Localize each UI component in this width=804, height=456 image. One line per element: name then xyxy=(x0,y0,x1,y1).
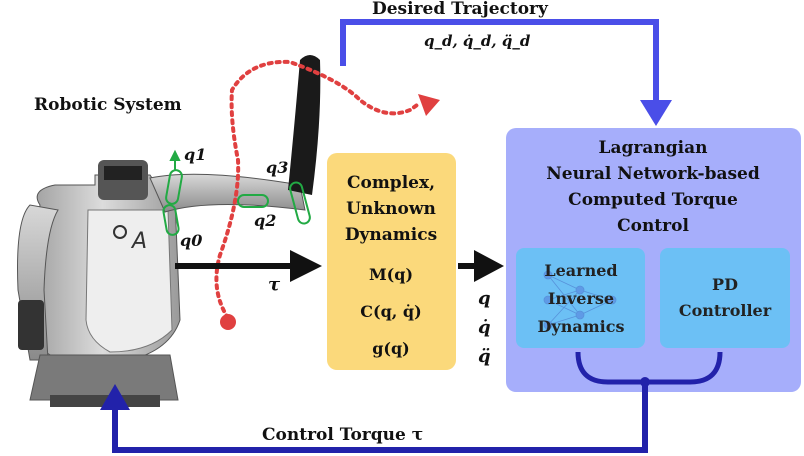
svg-text:A: A xyxy=(130,229,147,254)
pd-controller-block xyxy=(660,248,790,348)
learned-block-line-3: Dynamics xyxy=(538,317,625,336)
dynamics-title-line-2: Unknown xyxy=(346,199,436,219)
desired-trajectory-label: Desired Trajectory xyxy=(372,0,549,19)
joint-label-q1: q1 xyxy=(184,145,206,164)
learned-block-line-2: Inverse xyxy=(548,289,614,308)
control-torque-feedback-arrow xyxy=(112,382,648,453)
dynamics-title-line-1: Complex, xyxy=(347,173,435,193)
dynamics-box xyxy=(327,153,456,370)
control-torque-arrowhead xyxy=(100,384,130,410)
robotic-system-label: Robotic System xyxy=(34,95,182,115)
dynamics-term-mass-matrix: M(q) xyxy=(369,265,413,284)
tau-label: τ xyxy=(268,274,281,295)
path-start-dot xyxy=(220,314,236,330)
pd-block-line-2: Controller xyxy=(679,301,772,320)
trajectory-path xyxy=(214,59,422,320)
controller-title-line-4: Control xyxy=(617,216,689,236)
controller-title-line-3: Computed Torque xyxy=(568,190,738,210)
joint-markers xyxy=(162,149,311,236)
joint-label-q2: q2 xyxy=(254,211,276,230)
controller-title-line-2: Neural Network-based xyxy=(546,164,760,184)
dynamics-term-gravity: g(q) xyxy=(372,339,410,358)
tau-arrowhead xyxy=(290,250,322,282)
learned-block-line-1: Learned xyxy=(544,261,617,280)
joint-label-q0: q0 xyxy=(180,231,202,250)
pd-block-line-1: PD xyxy=(712,275,738,294)
dynamics-title-line-3: Dynamics xyxy=(345,225,437,245)
state-arrowhead xyxy=(474,250,504,282)
controller-title-line-1: Lagrangian xyxy=(599,138,708,158)
desired-trajectory-symbols: q_d, q̇_d, q̈_d xyxy=(424,32,531,50)
desired-trajectory-arrow xyxy=(340,19,659,108)
control-torque-label: Control Torque τ xyxy=(262,425,423,445)
state-output-qddot: q̈ xyxy=(478,346,491,367)
robot-illustration: A xyxy=(17,55,321,407)
dynamics-term-coriolis: C(q, q̇) xyxy=(360,302,421,321)
path-end-arrowhead xyxy=(418,94,440,116)
state-output-q: q xyxy=(478,288,491,309)
joint-label-q3: q3 xyxy=(266,158,288,177)
state-output-qdot: q̇ xyxy=(478,317,491,338)
neural-network-icon xyxy=(543,270,617,330)
desired-trajectory-arrowhead xyxy=(640,100,672,126)
